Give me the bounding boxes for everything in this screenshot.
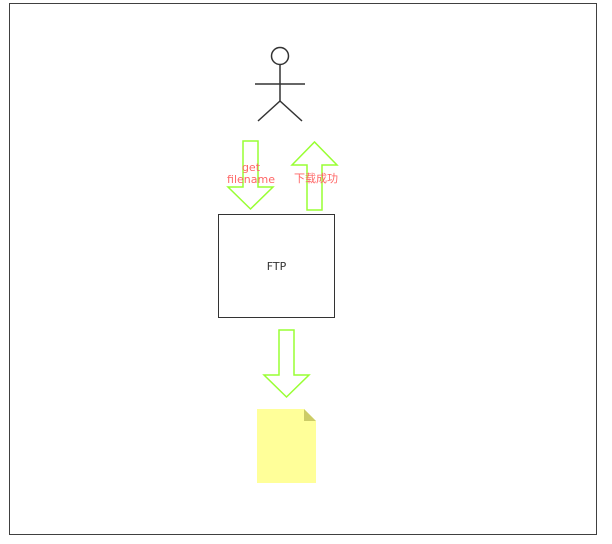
output-down-arrow xyxy=(262,329,311,399)
diagram-canvas-frame xyxy=(9,3,597,535)
response-edge-label: 下载成功 xyxy=(294,172,338,185)
ftp-node-label: FTP xyxy=(266,259,287,273)
request-label-line-2: filename xyxy=(227,173,275,186)
file-document-icon xyxy=(257,409,316,483)
request-edge-label: get filename xyxy=(216,162,286,186)
request-down-arrow xyxy=(226,140,275,211)
response-up-arrow xyxy=(290,140,339,211)
request-label-line-1: get xyxy=(241,161,261,174)
user-actor-icon xyxy=(255,46,305,122)
ftp-server-node: FTP xyxy=(218,214,335,318)
